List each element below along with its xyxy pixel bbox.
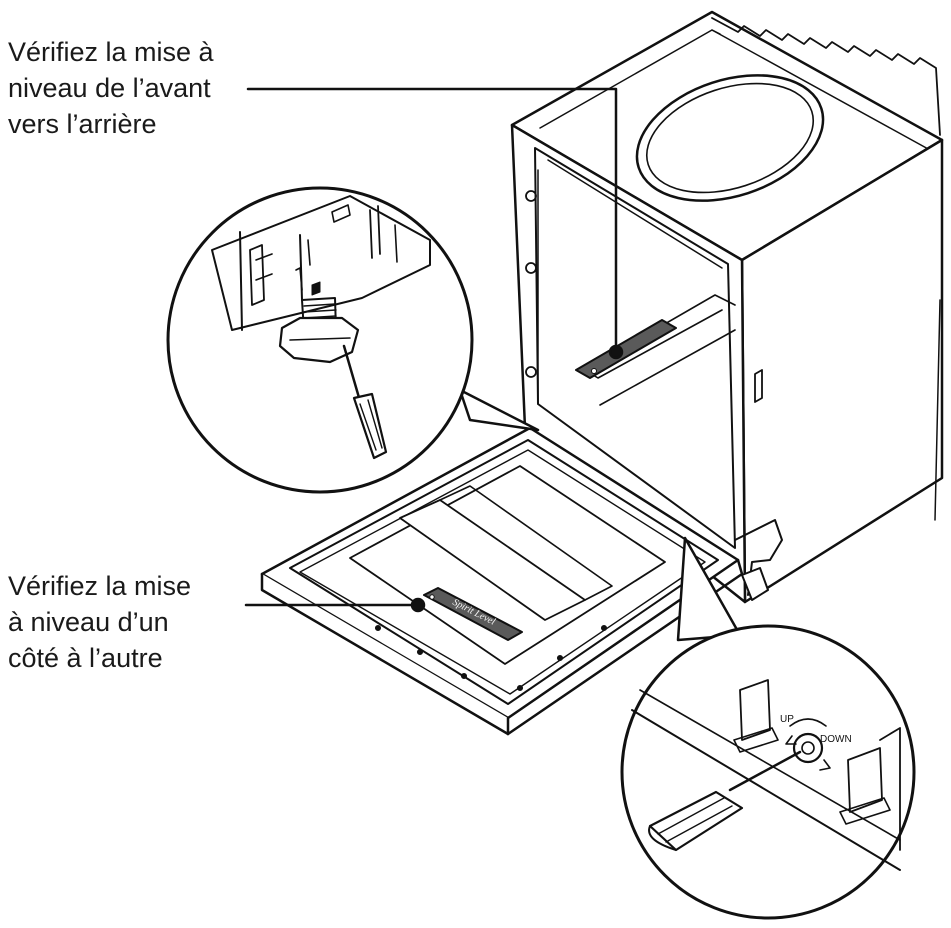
leader-lines <box>244 87 624 613</box>
dishwasher-door: Spirit Level <box>260 426 744 736</box>
label-side-to-side-line-3: côté à l’autre <box>8 643 163 673</box>
label-side-to-side: Vérifiez la mise à niveau d’un côté à l’… <box>8 568 191 676</box>
spirit-level-door <box>423 587 523 641</box>
label-side-to-side-line-2: à niveau d’un <box>8 607 169 637</box>
adjuster-down-label: DOWN <box>820 734 852 745</box>
label-front-to-back: Vérifiez la mise à niveau de l’avant ver… <box>8 34 214 142</box>
callout-rear-adjuster: UP DOWN <box>620 536 916 920</box>
label-front-to-back-line-2: niveau de l’avant <box>8 73 211 103</box>
dishwasher-body <box>510 10 944 604</box>
label-side-to-side-line-1: Vérifiez la mise <box>8 571 192 601</box>
label-front-to-back-line-1: Vérifiez la mise à <box>8 37 214 67</box>
spirit-level-back <box>575 319 677 379</box>
callout-leveling-leg <box>166 186 540 494</box>
adjuster-up-label: UP <box>780 714 794 725</box>
label-front-to-back-line-3: vers l’arrière <box>8 109 157 139</box>
